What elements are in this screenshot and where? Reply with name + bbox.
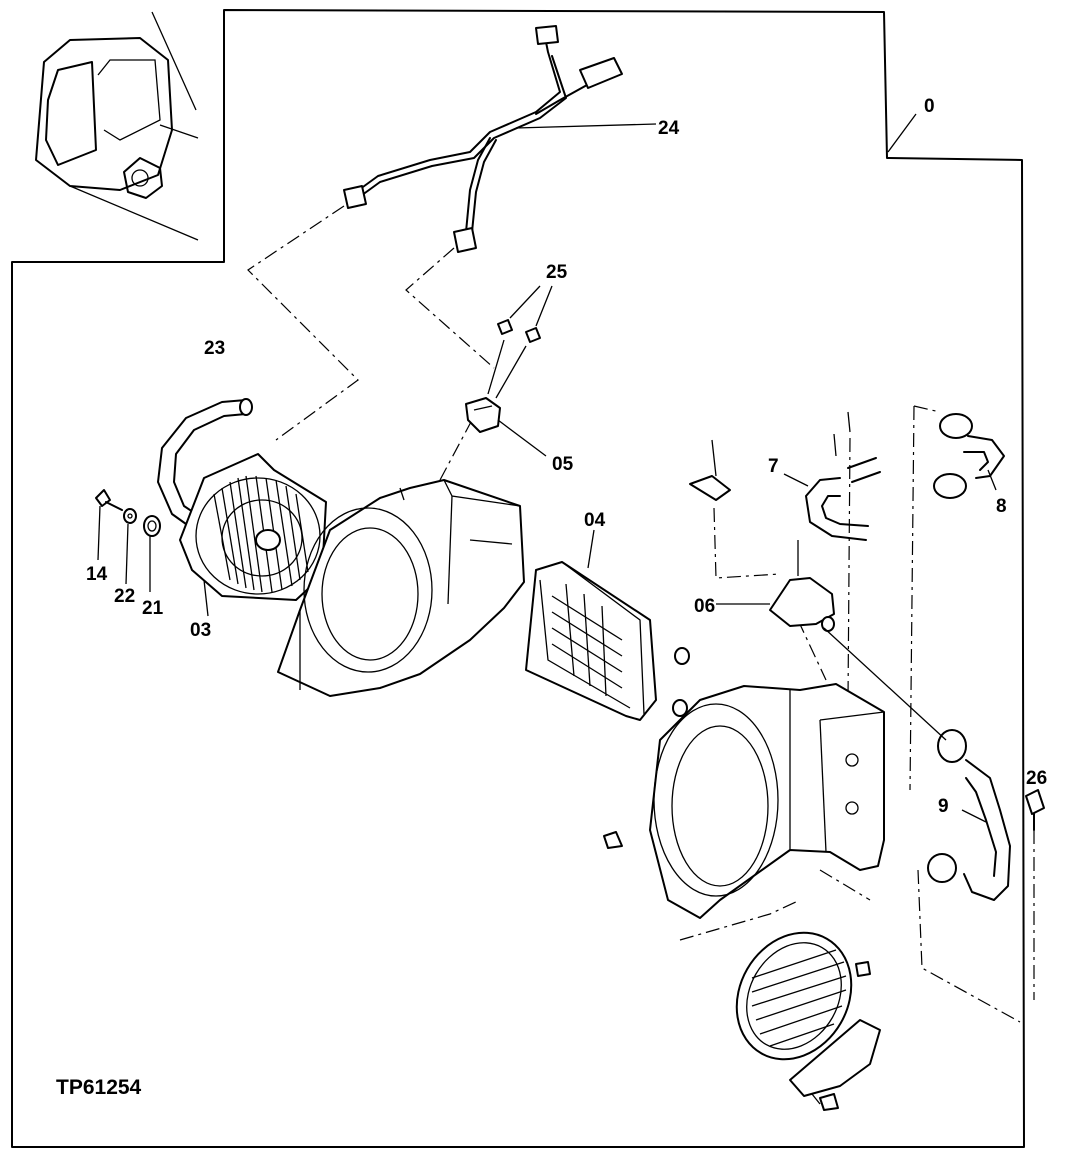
- blower-housing-upper: [277, 479, 525, 697]
- blower-housing-lower: [603, 683, 885, 919]
- outlet-grille: [735, 931, 881, 1111]
- leader-0: [887, 113, 917, 153]
- callout-06: 06: [694, 596, 715, 617]
- callout-03: 03: [190, 620, 211, 641]
- cab-location-inset: [35, 11, 199, 241]
- diagram-frame: [11, 9, 1025, 1148]
- assembly-lines: [247, 205, 1035, 1023]
- heater-hose-9: [823, 627, 1045, 901]
- callout-05: 05: [552, 454, 574, 475]
- figure-id: TP61254: [56, 1076, 142, 1099]
- drain-hose: [157, 398, 253, 525]
- callout-9: 9: [938, 796, 949, 817]
- heater-hose-8: [913, 405, 1005, 499]
- heater-hose-7: [783, 411, 881, 541]
- heater-core: [525, 529, 690, 721]
- callout-7: 7: [768, 456, 779, 477]
- screw-washer-grommet: [95, 489, 161, 592]
- callout-26: 26: [1026, 768, 1047, 789]
- callout-14: 14: [86, 564, 108, 585]
- resistor-and-nuts: [465, 285, 553, 457]
- water-valve: [689, 439, 835, 632]
- callout-04: 04: [584, 510, 606, 531]
- callout-23: 23: [204, 338, 225, 359]
- callout-21: 21: [142, 598, 164, 619]
- callout-24: 24: [658, 118, 680, 139]
- blower-motor-assembly: [179, 453, 327, 617]
- callout-22: 22: [114, 586, 135, 607]
- callout-labels: 0 24 25 23 05 7 8 04 14 22 21 03 06 26 9: [86, 96, 1047, 817]
- callout-8: 8: [996, 496, 1007, 517]
- callout-25: 25: [546, 262, 568, 283]
- wiring-harness: [343, 25, 657, 253]
- callout-0: 0: [924, 96, 935, 117]
